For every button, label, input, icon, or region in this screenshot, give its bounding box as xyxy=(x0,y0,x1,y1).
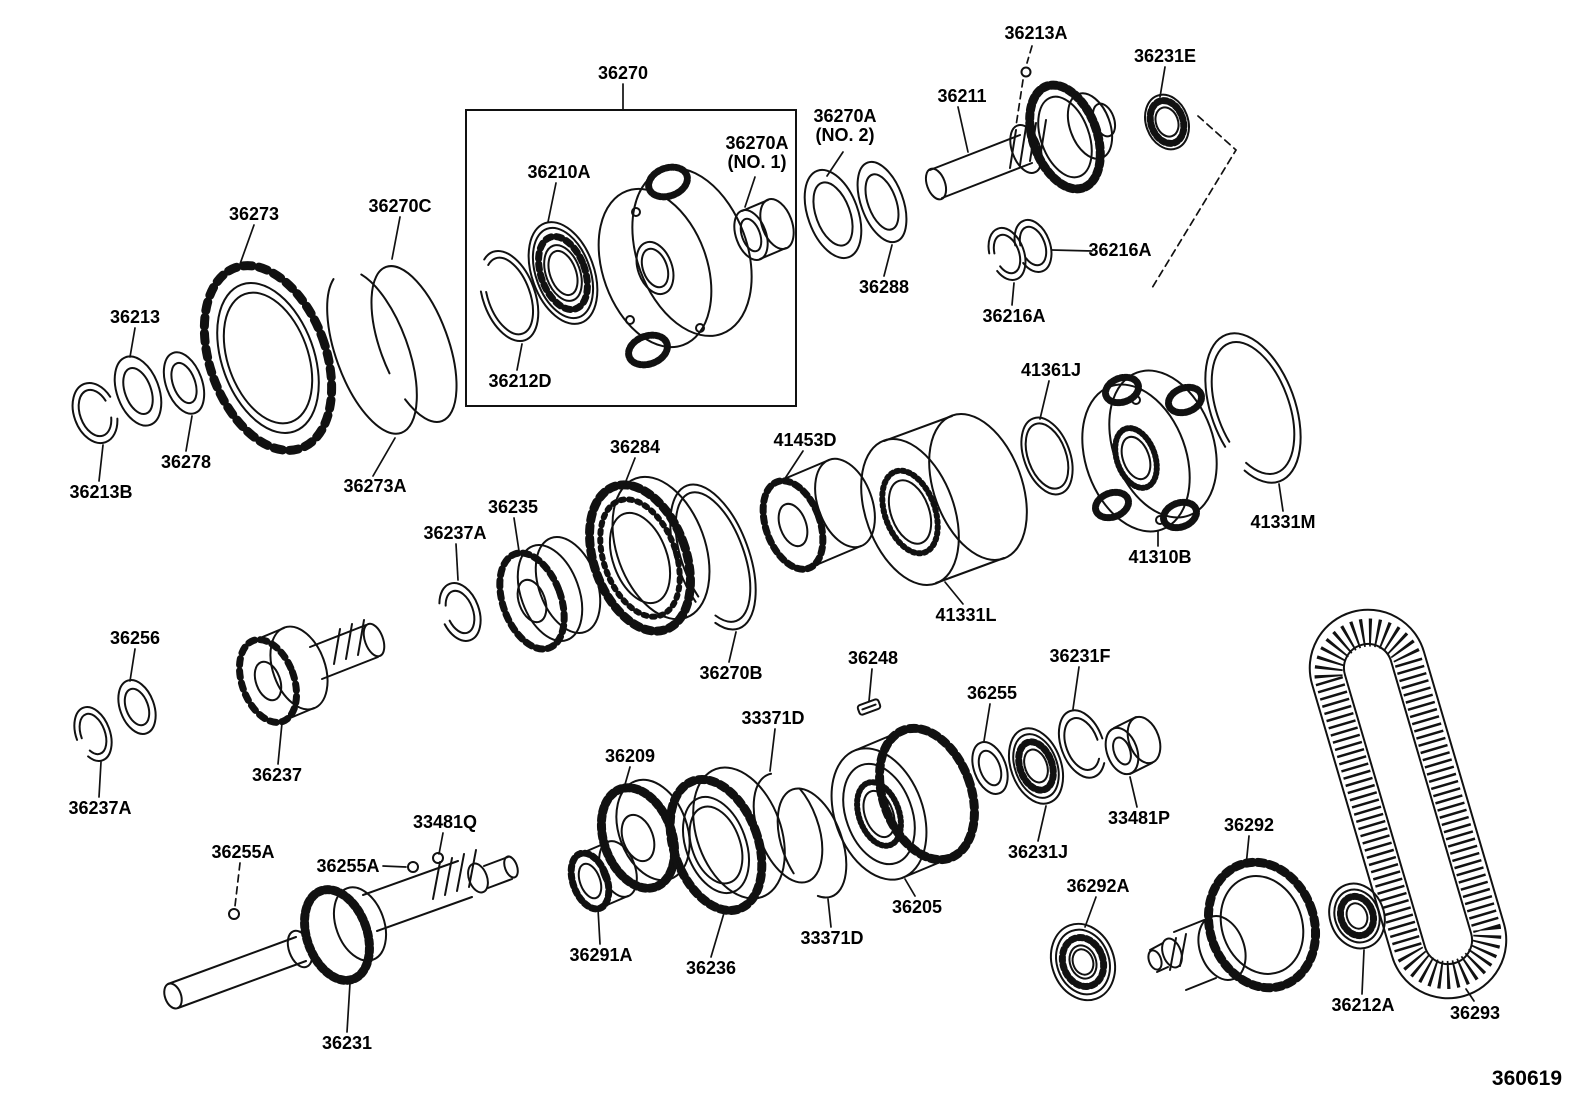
part-36237a-snap-ring-lower xyxy=(73,706,113,762)
part-label-36212a-45: 36212A xyxy=(1331,995,1395,1015)
part-36248-key xyxy=(856,698,882,716)
part-36284-synchro-ring xyxy=(585,475,711,636)
part-label-36213b-19: 36213B xyxy=(69,482,133,502)
part-36213a-ball xyxy=(1020,66,1032,78)
part-label-36231f-26: 36231F xyxy=(1049,646,1111,666)
part-label-36210a-6: 36210A xyxy=(527,162,591,182)
part-36211-input-shaft xyxy=(924,80,1117,201)
part-label-36292a-40: 36292A xyxy=(1066,876,1130,896)
part-label-36216a-9: 36216A xyxy=(1088,240,1152,260)
part-label-36288-10: 36288 xyxy=(858,277,910,297)
assembly-box-36270 xyxy=(465,109,797,407)
part-label-36273a-18: 36273A xyxy=(343,476,407,496)
part-label-36216a-11: 36216A xyxy=(982,306,1046,326)
part-33481p-spacer xyxy=(1104,715,1162,776)
part-label-41331l-24: 41331L xyxy=(935,605,997,625)
part-label-33371d-30: 33371D xyxy=(741,708,805,728)
part-36278-ring xyxy=(162,351,206,415)
part-36213b-snap-ring xyxy=(71,381,119,445)
part-36216a-snap-rings xyxy=(987,218,1053,282)
part-label-36291a-43: 36291A xyxy=(569,945,633,965)
part-36270a-no1-bearing xyxy=(733,198,795,261)
part-label-36237a-22: 36237A xyxy=(423,523,487,543)
part-label-36237a-33: 36237A xyxy=(68,798,132,818)
part-label-33481p-34: 33481P xyxy=(1107,808,1171,828)
part-36236-hub-sleeve xyxy=(665,766,786,915)
part-36231j-bearing xyxy=(1007,727,1065,805)
part-41310b-planetary-carrier xyxy=(1081,369,1218,533)
part-label-36270c-7: 36270C xyxy=(368,196,432,216)
part-label-36293-46: 36293 xyxy=(1449,1003,1501,1023)
part-label-36270b-28: 36270B xyxy=(699,663,763,683)
part-label-41331m-21: 41331M xyxy=(1250,512,1316,532)
part-36255-ring xyxy=(971,741,1009,795)
drawing-number: 360619 xyxy=(1491,1067,1562,1090)
part-36293-chain xyxy=(1308,608,1508,1000)
leader-lines xyxy=(98,45,1475,1033)
part-label-36212d-14: 36212D xyxy=(488,371,552,391)
part-36231e-bearing xyxy=(1144,93,1190,151)
part-label-36273-8: 36273 xyxy=(228,204,280,224)
part-36270b-snap-ring xyxy=(669,483,757,631)
part-41361j-ring xyxy=(1020,416,1074,496)
part-36273-ring-gear xyxy=(199,261,337,455)
part-36213-ring xyxy=(113,355,163,427)
part-label-36213-12: 36213 xyxy=(109,307,161,327)
part-label-36270-2: 36270 xyxy=(597,63,649,83)
part-41331m-snap-ring xyxy=(1204,332,1302,484)
part-label-36292-36: 36292 xyxy=(1223,815,1275,835)
part-36212d-snap-ring xyxy=(478,249,540,343)
part-36231-output-shaft xyxy=(163,849,519,1010)
assembly-guide-lines xyxy=(1151,115,1238,289)
part-label-36213a-0: 36213A xyxy=(1004,23,1068,43)
part-36237-clutch-hub xyxy=(235,619,386,726)
part-36256-ring xyxy=(117,679,157,735)
part-label-36236-44: 36236 xyxy=(685,958,737,978)
part-label-36255-29: 36255 xyxy=(966,683,1018,703)
part-label-36231e-1: 36231E xyxy=(1133,46,1197,66)
part-label-41361j-13: 41361J xyxy=(1020,360,1082,380)
part-label-36235-20: 36235 xyxy=(487,497,539,517)
part-label-36255a-37: 36255A xyxy=(211,842,275,862)
part-label-36278-17: 36278 xyxy=(160,452,212,472)
part-36270c-snap-rings xyxy=(326,265,458,435)
detent-balls xyxy=(228,852,444,920)
part-36237a-e-ring-upper xyxy=(438,582,482,642)
part-label-36284-15: 36284 xyxy=(609,437,661,457)
part-label-36205-41: 36205 xyxy=(891,897,943,917)
part-36288-ring xyxy=(856,160,908,244)
part-label-41453d-16: 41453D xyxy=(773,430,837,450)
part-label-41310b-23: 41310B xyxy=(1128,547,1192,567)
part-label-36209-31: 36209 xyxy=(604,746,656,766)
part-36231f-snap-ring xyxy=(1057,709,1107,779)
part-label-33371d-42: 33371D xyxy=(800,928,864,948)
part-36205-clutch-gear xyxy=(830,723,979,881)
part-36270-planetary-carrier xyxy=(597,163,753,369)
part-label-36248-27: 36248 xyxy=(847,648,899,668)
part-36270a-no2-ring xyxy=(803,168,863,260)
part-label-36211-3: 36211 xyxy=(937,86,987,106)
part-36235-hub xyxy=(496,535,602,653)
part-label-36231j-38: 36231J xyxy=(1007,842,1069,862)
part-label-33481q-35: 33481Q xyxy=(412,812,478,832)
part-36292-driven-gear xyxy=(1147,857,1321,993)
part-41331l-drum xyxy=(860,413,1028,586)
part-label-36255a-39: 36255A xyxy=(316,856,380,876)
part-label-36237-32: 36237 xyxy=(251,765,303,785)
part-label-36231-47: 36231 xyxy=(321,1033,373,1053)
part-label-36270a-no2-4: 36270A(NO. 2) xyxy=(813,106,877,146)
part-36210a-bearing xyxy=(527,221,599,325)
part-36292a-bearing xyxy=(1049,922,1117,1002)
part-label-36270a-no1-5: 36270A(NO. 1) xyxy=(725,133,789,173)
part-label-36256-25: 36256 xyxy=(109,628,161,648)
part-33371d-springs xyxy=(752,772,848,899)
